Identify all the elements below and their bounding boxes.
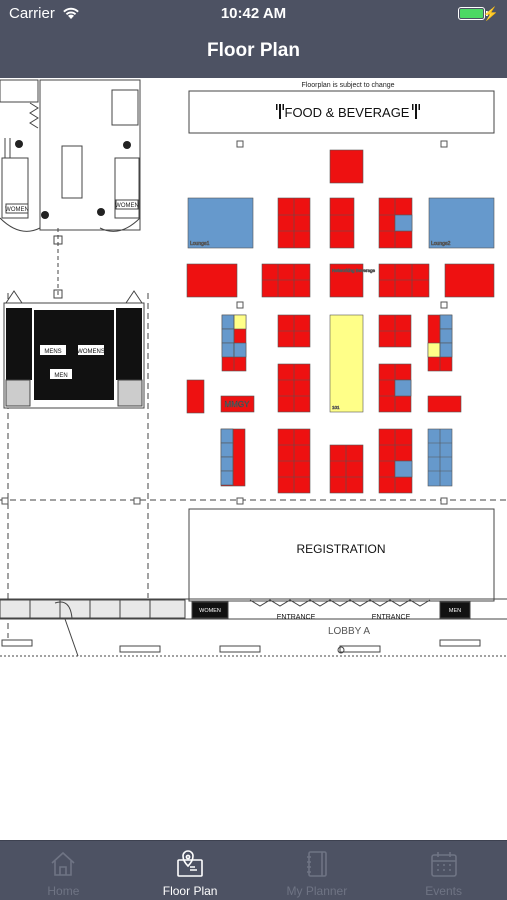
tab-events-label: Events xyxy=(425,884,462,898)
svg-text:WOMEN: WOMEN xyxy=(5,207,29,213)
booth-cluster xyxy=(378,263,430,298)
food-beverage-label: FOOD & BEVERAGE xyxy=(285,105,410,120)
booth-cluster xyxy=(378,363,412,413)
home-icon xyxy=(51,851,75,876)
booth-featured xyxy=(329,314,364,413)
booth-mmgy: MMGY xyxy=(220,395,255,413)
tab-home-label: Home xyxy=(47,884,80,898)
status-time: 10:42 AM xyxy=(220,5,287,22)
app-header: Carrier 10:42 AM ⚡ Floor Plan xyxy=(0,0,507,78)
svg-text:Networking Beverage: Networking Beverage xyxy=(332,268,376,273)
tab-floor-plan[interactable]: Floor Plan xyxy=(127,841,254,900)
booth-cluster xyxy=(378,197,413,249)
booth-cluster xyxy=(261,263,311,298)
lounge-left xyxy=(187,197,254,249)
booth xyxy=(186,379,205,414)
tab-bar: Home Floor Plan My Planner Events xyxy=(0,840,507,900)
booth-cluster xyxy=(378,428,413,494)
carrier-label: Carrier xyxy=(9,5,55,22)
booth xyxy=(427,395,462,413)
restroom-labels-top: WOMEN WOMEN xyxy=(5,140,139,219)
tab-home[interactable]: Home xyxy=(0,841,127,900)
booth-cluster xyxy=(378,314,412,348)
bottom-wall xyxy=(0,598,507,657)
registration-area[interactable]: REGISTRATION xyxy=(188,508,495,602)
svg-text:Lounge2: Lounge2 xyxy=(431,241,451,247)
calendar-icon xyxy=(430,852,457,877)
notebook-icon xyxy=(306,851,327,877)
svg-text:MEN: MEN xyxy=(54,373,67,379)
lounge-right xyxy=(428,197,495,249)
booth xyxy=(186,263,238,298)
booth-strip-left xyxy=(221,314,247,372)
svg-text:WOMENS: WOMENS xyxy=(77,349,105,355)
battery-tip xyxy=(486,11,488,16)
left-building-top xyxy=(0,79,507,638)
floor-plan-map[interactable]: Floorplan is subject to change WOMEN WOM… xyxy=(0,78,507,840)
booth-strip-right-lower xyxy=(427,428,453,487)
food-beverage-area[interactable]: FOOD & BEVERAGE xyxy=(188,90,495,134)
svg-text:WOMEN: WOMEN xyxy=(199,608,221,614)
page-title: Floor Plan xyxy=(207,40,300,61)
wifi-icon xyxy=(63,7,79,19)
svg-text:101: 101 xyxy=(332,405,340,410)
booth-cluster xyxy=(277,363,311,413)
booth-cluster xyxy=(277,197,311,249)
exhibit-booths[interactable]: Lounge1 Lounge2 xyxy=(186,149,495,494)
status-bar: Carrier 10:42 AM ⚡ xyxy=(0,0,507,28)
tab-my-planner[interactable]: My Planner xyxy=(254,841,381,900)
tab-events[interactable]: Events xyxy=(380,841,507,900)
svg-text:WOMEN: WOMEN xyxy=(115,203,139,209)
booth-cluster xyxy=(329,444,364,494)
registration-label: REGISTRATION xyxy=(296,542,385,556)
bottom-restroom-labels: WOMEN MEN xyxy=(199,608,461,614)
booth xyxy=(329,149,364,184)
battery-icon xyxy=(458,7,485,20)
booth-cluster xyxy=(277,314,311,348)
utensils-icon xyxy=(276,104,420,119)
svg-text:Lounge1: Lounge1 xyxy=(190,241,210,247)
tab-my-planner-label: My Planner xyxy=(286,884,348,898)
booth-networking: Networking Beverage xyxy=(329,263,376,298)
booth xyxy=(444,263,495,298)
entrance-left-label: ENTRANCE xyxy=(277,614,316,621)
svg-text:MENS: MENS xyxy=(44,349,61,355)
tab-floor-plan-label: Floor Plan xyxy=(162,884,218,898)
svg-text:MMGY: MMGY xyxy=(225,400,251,409)
svg-text:MEN: MEN xyxy=(449,608,461,614)
left-restroom-block: MENS WOMENS MEN xyxy=(3,290,145,409)
floorplan-notice: Floorplan is subject to change xyxy=(302,82,395,89)
lobby-label: LOBBY A xyxy=(328,626,370,637)
booth-strip-left-lower xyxy=(220,428,246,487)
map-pin-icon xyxy=(177,850,203,877)
entrance-right-label: ENTRANCE xyxy=(372,614,411,621)
floor-plan-drawing[interactable]: Floorplan is subject to change WOMEN WOM… xyxy=(0,78,507,840)
booth-cluster xyxy=(329,197,355,249)
structural-columns xyxy=(1,140,448,505)
booth-strip-right xyxy=(427,314,453,372)
booth-cluster xyxy=(277,428,311,494)
charging-bolt-icon: ⚡ xyxy=(482,6,499,21)
